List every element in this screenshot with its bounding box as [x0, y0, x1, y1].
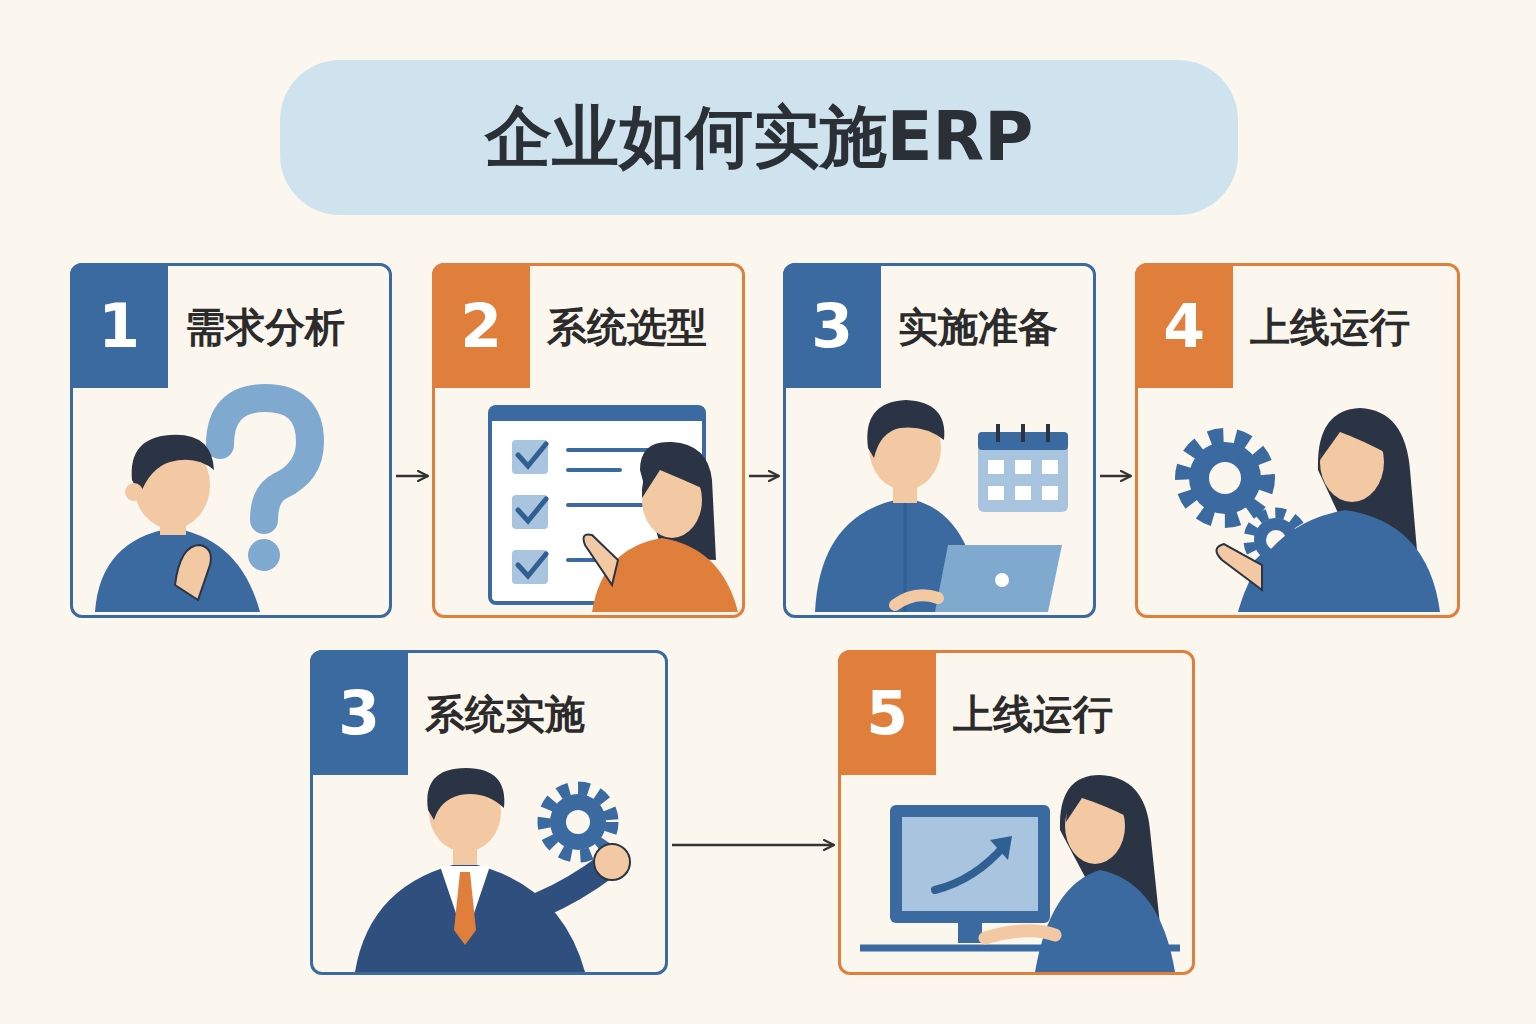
- step-number: 2: [460, 296, 502, 356]
- number-tab: 2: [432, 263, 530, 388]
- step-number: 1: [98, 296, 140, 356]
- monitor-woman-figure: [860, 775, 1180, 972]
- number-tab: 3: [783, 263, 881, 388]
- step-number: 3: [338, 683, 380, 743]
- step-box: 1 需求分析: [70, 263, 392, 618]
- step-box: 4 上线运行: [1135, 263, 1460, 618]
- step-number: 3: [811, 296, 853, 356]
- gears-woman-figure: [1183, 408, 1440, 612]
- flow-arrow: [1100, 475, 1131, 478]
- flow-arrow: [396, 475, 428, 478]
- number-tab: 3: [310, 650, 408, 775]
- step-heading: 系统实施: [425, 692, 585, 736]
- step-box: 3 实施准备: [783, 263, 1096, 618]
- title-pill: 企业如何实施ERP: [280, 60, 1238, 215]
- step-box: 2 系统选型: [432, 263, 745, 618]
- flow-arrow: [749, 475, 779, 478]
- step-heading: 上线运行: [1250, 305, 1410, 349]
- step-box: 5 上线运行: [838, 650, 1195, 975]
- planner-man-figure: [815, 400, 1068, 612]
- flow-arrow: [672, 844, 834, 847]
- checklist-woman-figure: [490, 407, 738, 612]
- step-number: 5: [866, 683, 908, 743]
- step-heading: 需求分析: [185, 305, 345, 349]
- number-tab: 4: [1135, 263, 1233, 388]
- thinking-man-figure: [95, 398, 310, 612]
- number-tab: 1: [70, 263, 168, 388]
- step-heading: 实施准备: [898, 305, 1058, 349]
- businessman-figure: [355, 768, 630, 972]
- step-heading: 上线运行: [953, 692, 1113, 736]
- number-tab: 5: [838, 650, 936, 775]
- step-heading: 系统选型: [547, 305, 707, 349]
- step-number: 4: [1163, 296, 1205, 356]
- step-box: 3 系统实施: [310, 650, 668, 975]
